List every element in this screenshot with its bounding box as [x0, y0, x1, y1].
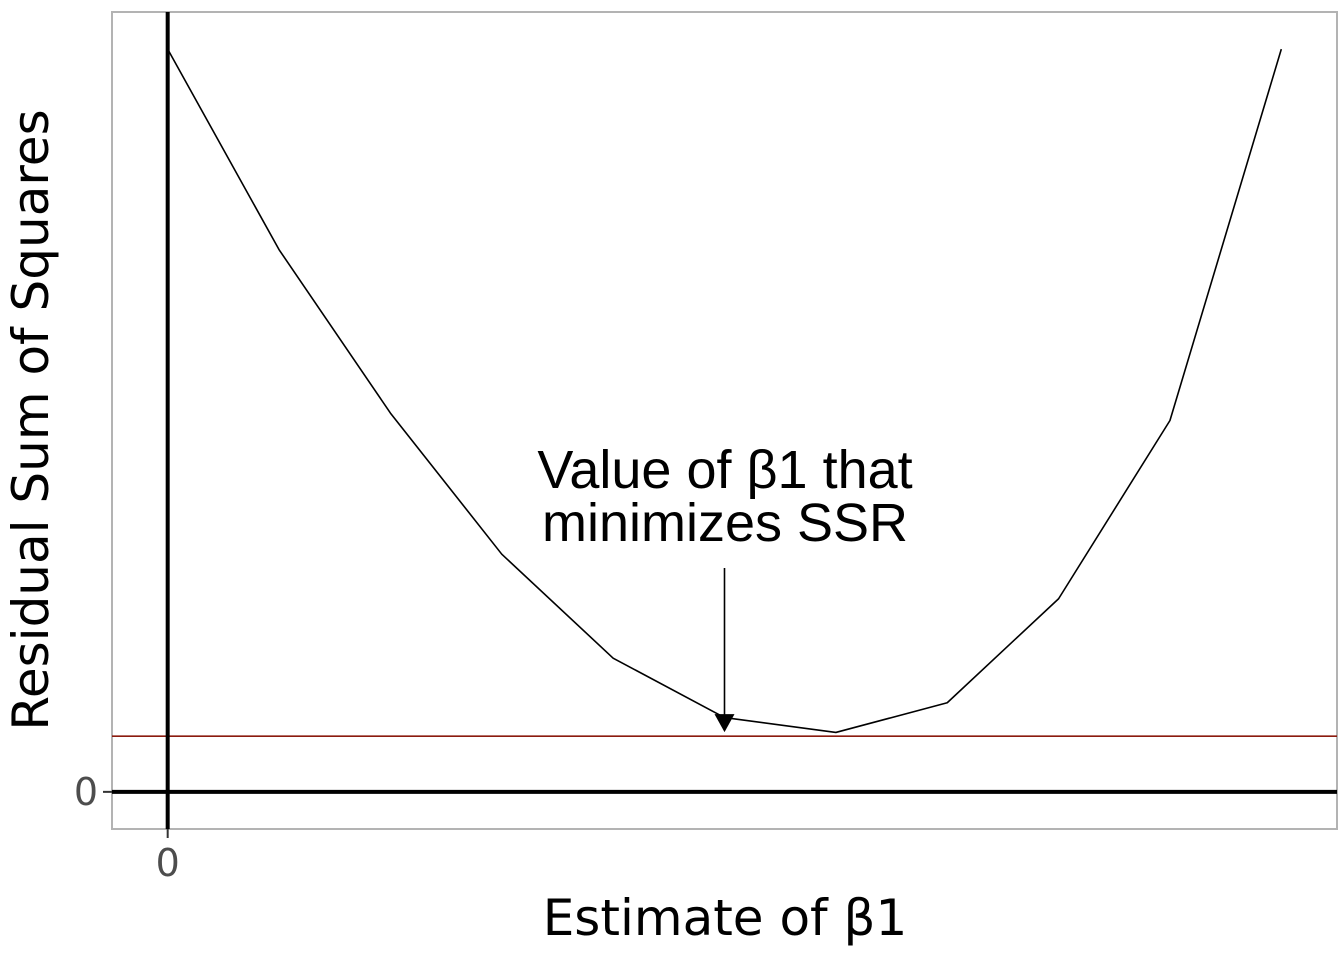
annotation-line-2: minimizes SSR	[542, 493, 908, 553]
panel-border	[111, 11, 1338, 830]
x-axis-title: Estimate of β1	[543, 889, 908, 947]
x-tick-label: 0	[156, 841, 180, 885]
y-axis-title: Residual Sum of Squares	[2, 109, 60, 730]
y-tick-label: 0	[74, 770, 98, 814]
annotation-line-1: Value of β1 that	[537, 440, 912, 500]
annotation-arrow-head	[714, 714, 735, 733]
